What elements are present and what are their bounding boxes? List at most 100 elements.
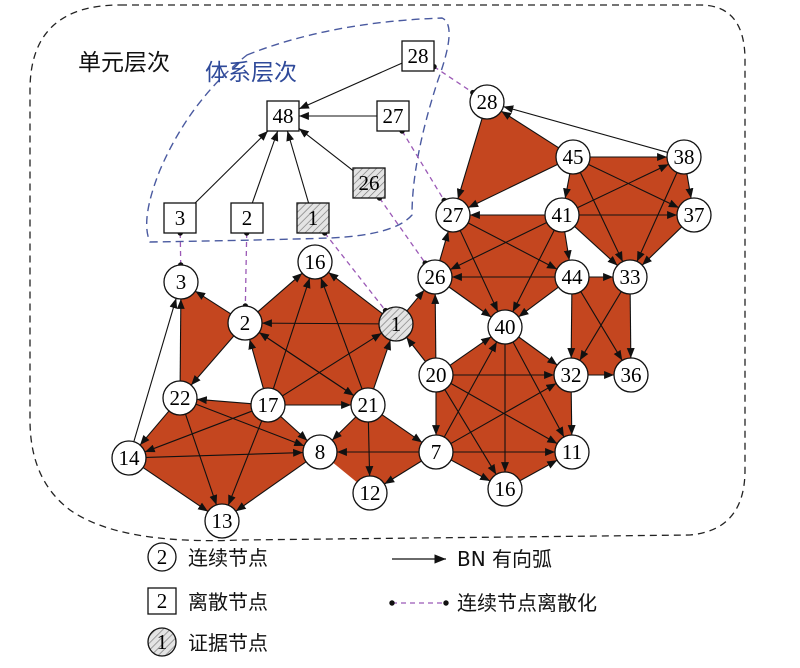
bn-arc-22-3: [176, 298, 185, 382]
discretize-link-26s-26: [376, 195, 428, 266]
node-36[interactable]: 36: [613, 357, 649, 393]
continuous-node-shape: [302, 434, 338, 470]
bn-arc-41-38: [577, 163, 669, 209]
node-label: 1: [391, 312, 402, 336]
continuous-node-shape: [350, 387, 386, 423]
legend-continuous-symbol-label: 2: [157, 545, 168, 569]
discretize-link-28s-28: [431, 63, 476, 96]
bn-arc-41-44: [563, 231, 572, 261]
node-label: 37: [684, 203, 705, 227]
node-26s[interactable]: 26: [352, 167, 386, 199]
legend: 2 连续节点 2 离散节点 1 证据节点 BN 有向弧 连续节点离散化: [147, 542, 597, 657]
bn-arc-27-40: [459, 230, 499, 312]
node-label: 12: [360, 481, 381, 505]
node-label: 28: [408, 44, 429, 68]
node-8[interactable]: 8: [302, 434, 338, 470]
unit-level-boundary: [29, 4, 746, 542]
node-28s[interactable]: 28: [401, 40, 435, 72]
node-40[interactable]: 40: [487, 309, 523, 345]
node-12[interactable]: 12: [352, 475, 388, 511]
node-3[interactable]: 3: [163, 264, 199, 300]
bn-arc-44-36: [580, 291, 623, 361]
legend-bn-arc-label: BN 有向弧: [457, 547, 552, 571]
legend-discretize: 连续节点离散化: [389, 591, 597, 615]
node-27s[interactable]: 27: [376, 100, 410, 132]
node-21[interactable]: 21: [350, 387, 386, 423]
node-3s[interactable]: 3: [163, 202, 197, 234]
node-26[interactable]: 26: [417, 259, 453, 295]
continuous-node-shape: [613, 357, 649, 393]
bn-arc-17-16: [272, 277, 311, 390]
node-41[interactable]: 41: [544, 197, 580, 233]
node-16[interactable]: 16: [297, 244, 333, 280]
discretize-links-layer: [177, 63, 476, 314]
node-28[interactable]: 28: [469, 84, 505, 120]
discretize-link-1s-1: [322, 230, 389, 314]
node-label: 41: [552, 203, 573, 227]
bn-arc-14-13: [142, 467, 209, 512]
node-11[interactable]: 11: [554, 434, 590, 470]
bn-arc-17-8: [280, 415, 308, 442]
legend-continuous-label: 连续节点: [188, 546, 268, 570]
bn-arc-22-13: [184, 413, 218, 506]
node-45[interactable]: 45: [555, 139, 591, 175]
node-44[interactable]: 44: [554, 259, 590, 295]
node-22[interactable]: 22: [162, 380, 198, 416]
node-1[interactable]: 1: [378, 306, 414, 342]
node-label: 48: [273, 104, 294, 128]
discrete-node-shape: [296, 202, 330, 234]
continuous-node-shape: [553, 357, 589, 393]
continuous-node-shape: [418, 434, 454, 470]
bn-arc-32-11: [567, 391, 576, 436]
legend-continuous: 2 连续节点: [147, 542, 268, 572]
bn-arc-14-3: [133, 298, 178, 442]
node-14[interactable]: 14: [111, 440, 147, 476]
bn-arc-26-27: [439, 231, 450, 261]
node-label: 44: [562, 265, 584, 289]
node-7[interactable]: 7: [418, 434, 454, 470]
node-27[interactable]: 27: [435, 197, 471, 233]
legend-evidence: 1 证据节点: [147, 627, 268, 657]
continuous-node-shape: [352, 475, 388, 511]
node-13[interactable]: 13: [204, 503, 240, 539]
node-label: 16: [495, 477, 516, 501]
node-2s[interactable]: 2: [230, 202, 264, 234]
node-17[interactable]: 17: [250, 387, 286, 423]
bn-arc-17-2: [248, 339, 264, 389]
node-16b[interactable]: 16: [487, 471, 523, 507]
bn-arc-22-14: [139, 410, 170, 446]
continuous-node-shape: [676, 197, 712, 233]
node-2[interactable]: 2: [227, 305, 263, 341]
node-1s[interactable]: 1: [296, 202, 330, 234]
node-cluster-10: [436, 327, 572, 489]
continuous-node-shape: [544, 197, 580, 233]
continuous-node-shape: [555, 139, 591, 175]
bn-arc-22-8: [195, 403, 305, 447]
node-20[interactable]: 20: [418, 357, 454, 393]
bn-arc-17-13: [227, 420, 263, 506]
node-label: 17: [258, 393, 279, 417]
node-cluster-6: [435, 215, 572, 327]
node-32[interactable]: 32: [553, 357, 589, 393]
node-label: 13: [212, 509, 233, 533]
bn-arc-45-37: [588, 163, 679, 209]
node-cluster-2: [245, 262, 396, 405]
legend-evidence-label: 证据节点: [188, 631, 268, 655]
bn-arc-2-22: [190, 335, 235, 386]
node-cluster-3: [129, 398, 320, 521]
bn-arc-1-26: [406, 289, 425, 312]
node-48[interactable]: 48: [266, 100, 300, 132]
bn-arc-21-12: [365, 421, 374, 477]
continuous-node-shape: [111, 440, 147, 476]
node-label: 16: [305, 250, 326, 274]
bn-arc-14-8: [145, 448, 304, 459]
node-38[interactable]: 38: [666, 139, 702, 175]
bn-arc-2s-48: [251, 130, 279, 204]
continuous-node-shape: [297, 244, 333, 280]
continuous-node-shape: [227, 305, 263, 341]
node-cluster-4: [320, 405, 436, 493]
node-37[interactable]: 37: [676, 197, 712, 233]
node-33[interactable]: 33: [612, 259, 648, 295]
